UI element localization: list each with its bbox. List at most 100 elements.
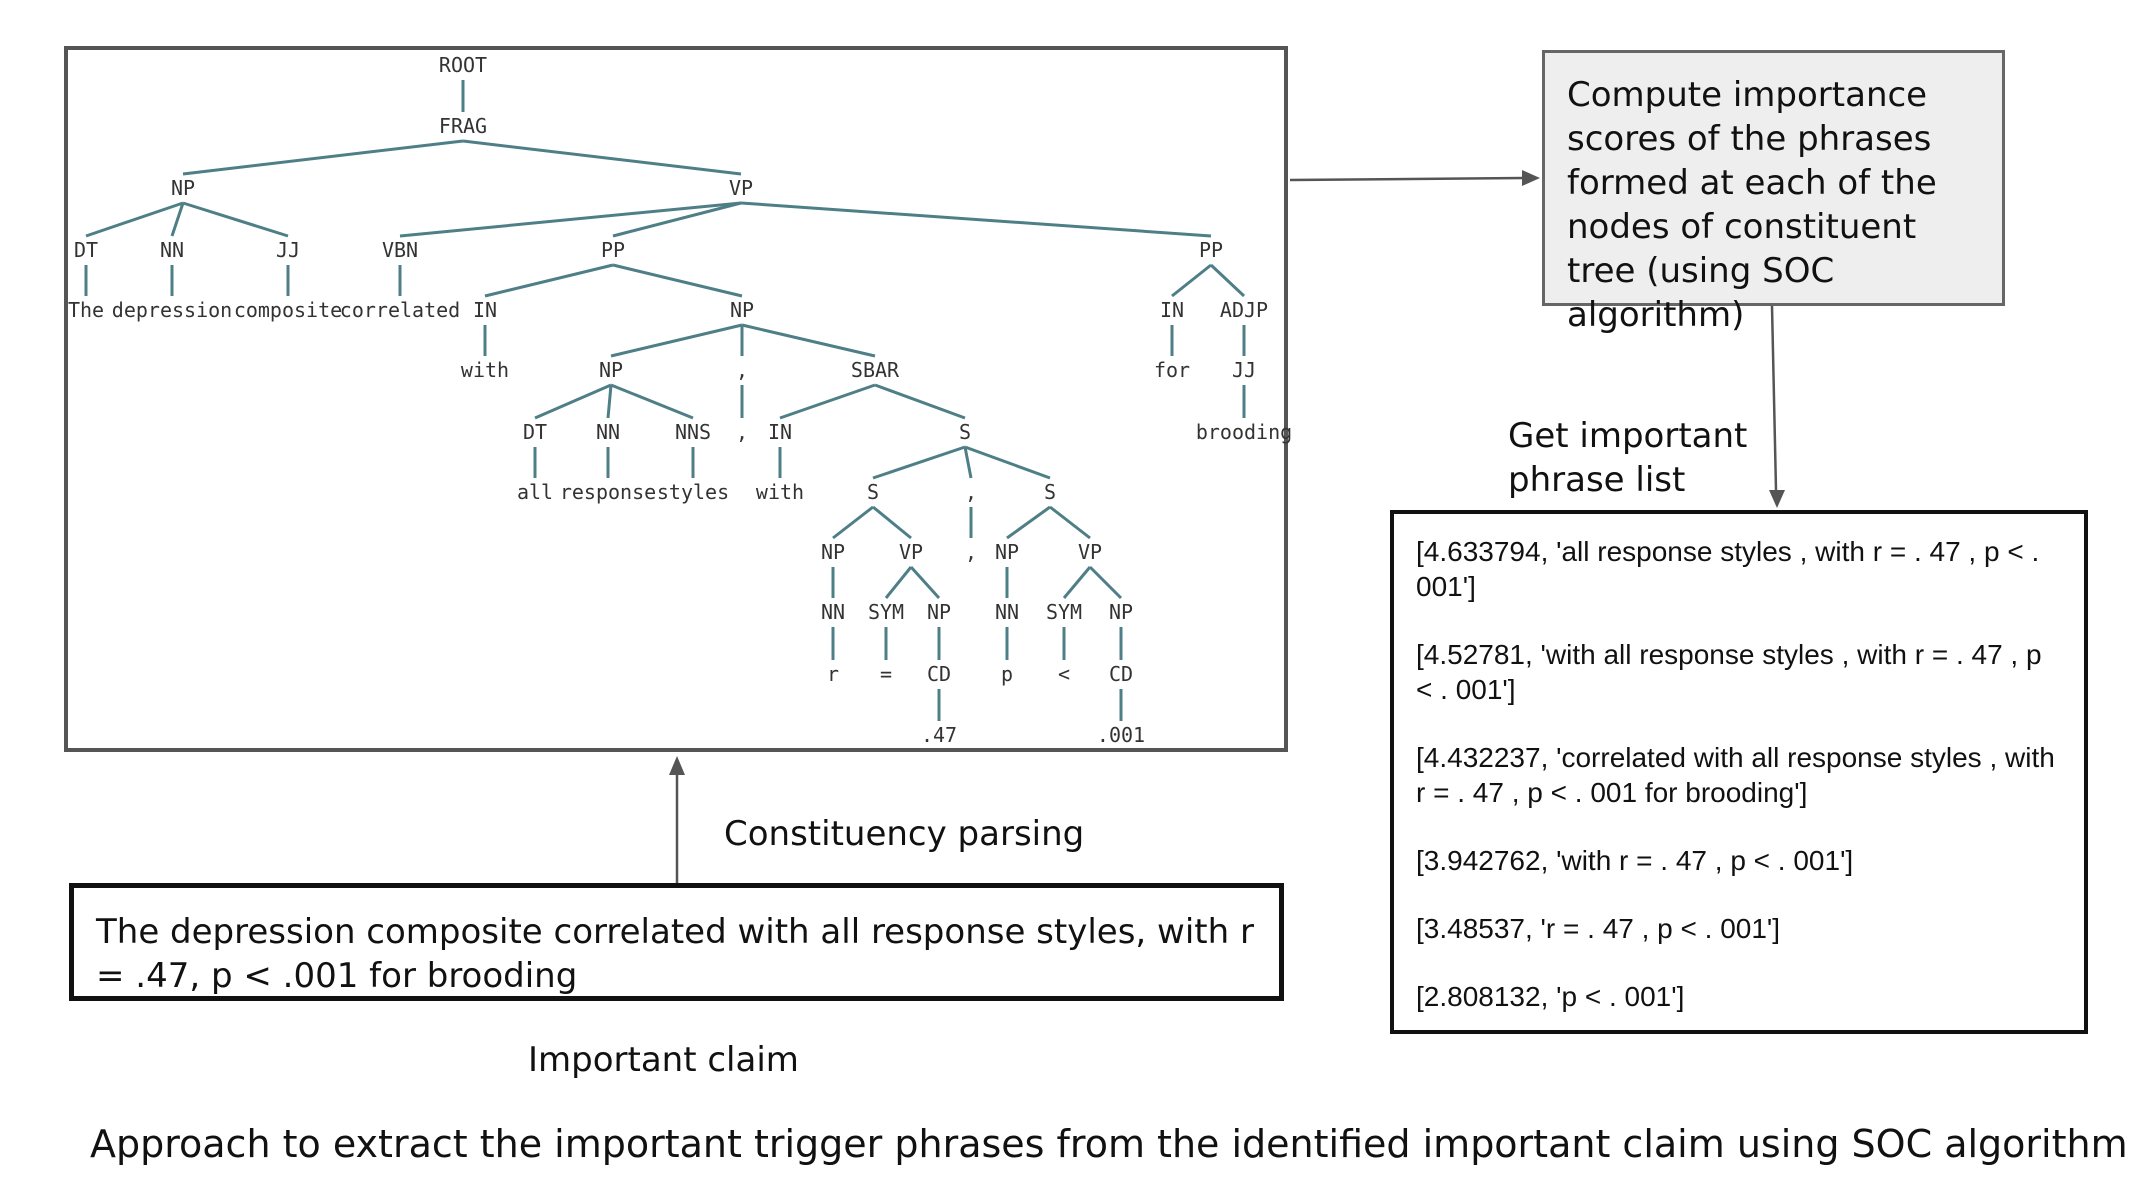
important-claim-label: Important claim (528, 1040, 799, 1080)
tree-node-label: all (517, 480, 553, 504)
tree-edge (606, 384, 613, 419)
phrase-item: [3.48537, 'r = . 47 , p < . 001'] (1416, 913, 1781, 944)
tree-node-label: VP (1078, 540, 1102, 564)
soc-text: Compute importance scores of the phrases… (1567, 75, 1937, 335)
tree-node-label: for (1154, 358, 1190, 382)
tree-node-label: NP (1109, 600, 1133, 624)
tree-node-label: NN (160, 238, 184, 262)
tree-node-label: NP (730, 298, 754, 322)
tree-node-label: = (880, 662, 892, 686)
get-phrase-list-label: Get important phrase list (1508, 416, 1748, 500)
constituency-tree-panel (64, 46, 1288, 752)
tree-edge (534, 383, 612, 420)
arrow-to-phrase-list (1770, 305, 1778, 491)
tree-node-label: NNS (675, 420, 711, 444)
tree-edge (1049, 505, 1091, 540)
tree-node-label: PP (1199, 238, 1223, 262)
tree-edge (1062, 566, 1092, 599)
soc-algorithm-box: Compute importance scores of the phrases… (1542, 50, 2005, 335)
tree-edge (874, 383, 966, 420)
tree-node-label: ADJP (1220, 298, 1268, 322)
tree-node-label: SYM (1046, 600, 1082, 624)
tree-edge (399, 201, 742, 238)
tree-edge (612, 263, 743, 298)
tree-edge (779, 383, 876, 420)
tree-node-label: The (68, 298, 104, 322)
tree-node-label: JJ (1232, 358, 1256, 382)
tree-node-label: DT (74, 238, 98, 262)
tree-node-label: VBN (382, 238, 418, 262)
tree-node-label: NN (596, 420, 620, 444)
tree-node-label: NP (927, 600, 951, 624)
tree-edge (1171, 263, 1212, 298)
arrow-to-soc-head (1522, 170, 1540, 186)
tree-node-label: VP (729, 176, 753, 200)
tree-node-label: p (1001, 662, 1013, 686)
tree-node-label: IN (1160, 298, 1184, 322)
tree-node-label: JJ (276, 238, 300, 262)
tree-node-label: , (965, 540, 977, 564)
phrase-item: [4.52781, 'with all response styles , wi… (1416, 639, 2042, 705)
phrase-list-box: [4.633794, 'all response styles , with r… (1390, 510, 2088, 1034)
tree-node-label: , (736, 358, 748, 382)
constituency-parsing-label: Constituency parsing (724, 814, 1085, 854)
tree-node-label: IN (768, 420, 792, 444)
tree-node-label: NP (995, 540, 1019, 564)
important-claim-box: The depression composite correlated with… (69, 883, 1284, 1001)
phrase-item: [2.808132, 'p < . 001'] (1416, 981, 1685, 1012)
tree-node-label: NP (821, 540, 845, 564)
tree-node-label: PP (601, 238, 625, 262)
tree-node-label: NN (995, 600, 1019, 624)
tree-edge (740, 201, 1212, 238)
phrase-item: [3.942762, 'with r = . 47 , p < . 001'] (1416, 845, 1854, 876)
tree-node-label: r (827, 662, 839, 686)
phrase-item: [4.633794, 'all response styles , with r… (1416, 536, 2040, 602)
tree-node-label: S (867, 480, 879, 504)
arrow-to-tree-head (669, 756, 685, 775)
tree-node-label: CD (927, 662, 951, 686)
tree-edge (484, 263, 614, 298)
tree-node-label: depression (112, 298, 232, 322)
tree-node-label: composite (234, 298, 342, 322)
tree-node-label: < (1058, 662, 1070, 686)
claim-text: The depression composite correlated with… (96, 912, 1254, 996)
tree-edge (872, 505, 912, 540)
tree-edge (741, 323, 876, 358)
tree-node-label: brooding (1196, 420, 1292, 444)
arrow-to-phrase-list-head (1769, 490, 1785, 508)
tree-edge (872, 445, 966, 480)
tree-edge (612, 201, 742, 238)
tree-node-label: correlated (340, 298, 460, 322)
tree-edge (884, 566, 913, 599)
tree-node-label: SBAR (851, 358, 900, 382)
tree-node-label: DT (523, 420, 547, 444)
tree-edge (610, 323, 743, 358)
tree-edge (963, 446, 973, 479)
phrase-item: [4.432237, 'correlated with all response… (1416, 742, 2055, 808)
tree-node-label: S (959, 420, 971, 444)
tree-edge (964, 445, 1051, 480)
tree-node-label: , (965, 480, 977, 504)
figure-caption: Approach to extract the important trigge… (90, 1122, 2128, 1166)
tree-node-label: VP (899, 540, 923, 564)
tree-node-label: with (756, 480, 804, 504)
tree-node-label: FRAG (439, 114, 487, 138)
tree-edge (1209, 263, 1246, 298)
tree-node-label: with (461, 358, 509, 382)
tree-node-label: IN (473, 298, 497, 322)
tree-edge (182, 139, 464, 176)
tree-node-label: .47 (921, 723, 957, 747)
tree-edge (909, 565, 941, 600)
tree-node-label: ROOT (439, 53, 487, 77)
tree-edge (610, 383, 694, 420)
tree-node-label: SYM (868, 600, 904, 624)
tree-edge (462, 139, 742, 176)
tree-edge (1088, 565, 1123, 600)
tree-edge (832, 505, 874, 540)
tree-node-label: S (1044, 480, 1056, 504)
tree-node-label: response (560, 480, 656, 504)
tree-node-label: NP (599, 358, 623, 382)
tree-node-label: , (736, 420, 748, 444)
arrow-to-soc (1289, 176, 1525, 182)
